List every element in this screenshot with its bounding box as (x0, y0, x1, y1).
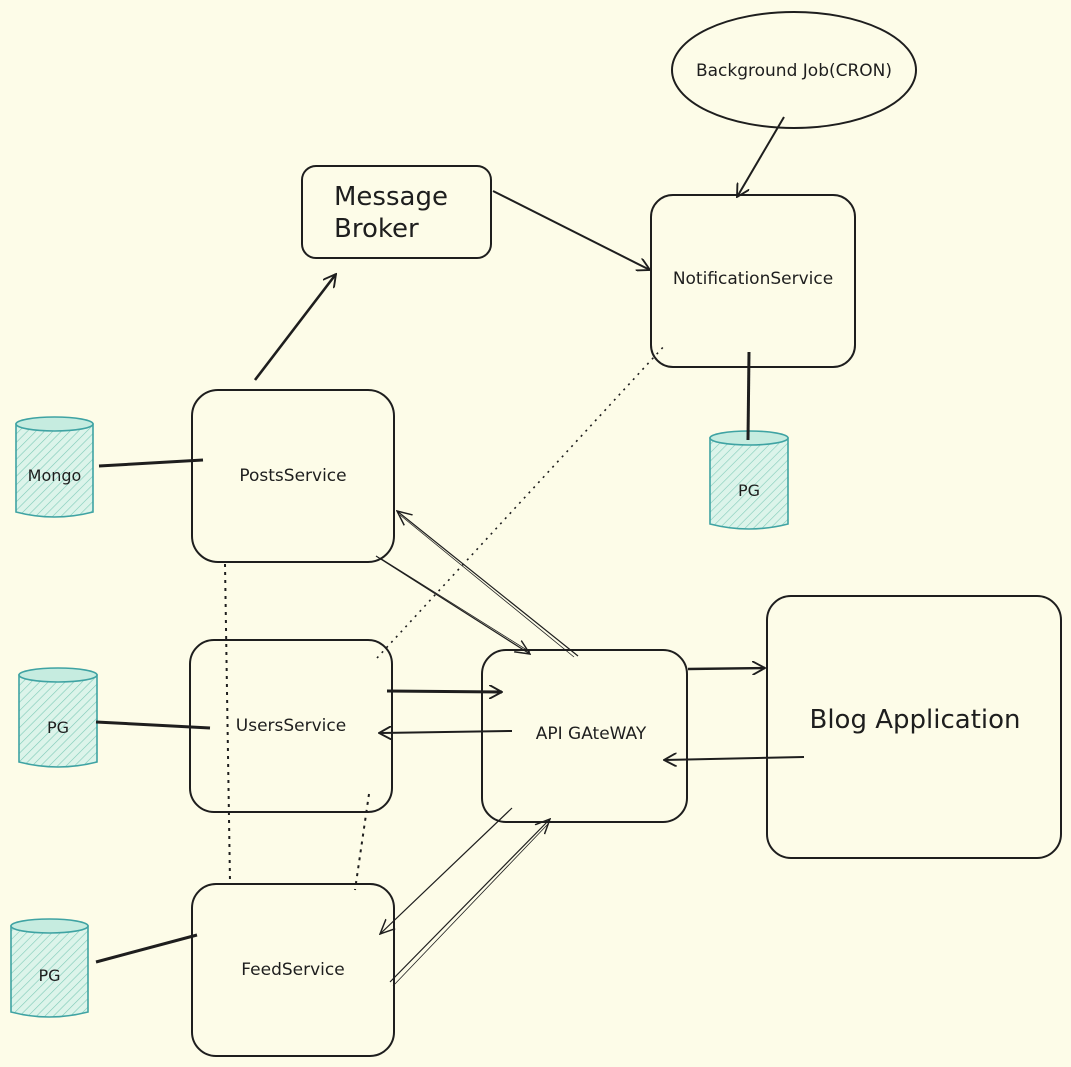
broker-to-notification-arrow (492, 190, 650, 270)
blog-application-node[interactable] (766, 595, 1062, 859)
api-gateway-node[interactable] (481, 649, 688, 823)
background-job-label: Background Job(CRON) (695, 61, 893, 81)
gateway-to-feed-arrow (380, 807, 513, 934)
feed-pg-database[interactable] (10, 918, 89, 1018)
blog-to-gateway-arrow (664, 757, 805, 760)
gateway-to-users-arrow (379, 731, 513, 733)
posts-mongo-connector (98, 458, 204, 468)
mongo-label: Mongo (27, 465, 82, 485)
message-broker-node[interactable] (301, 165, 492, 259)
message-broker-label: Message Broker (334, 182, 448, 244)
users-notification-dotted-link (376, 343, 667, 659)
notification-service-node[interactable] (650, 194, 856, 368)
mongo-database[interactable] (15, 416, 94, 518)
users-service-label: UsersService (235, 716, 347, 736)
notification-pg-database[interactable] (709, 430, 789, 530)
users-to-gateway-arrow (386, 691, 502, 692)
feed-to-gateway-arrow-shadow (392, 823, 549, 987)
api-gateway-label: API GAteWAY (535, 724, 647, 744)
posts-service-node[interactable] (191, 389, 395, 563)
posts-to-gateway-arrow (375, 555, 530, 654)
feed-pg-label: PG (38, 965, 61, 985)
posts-feed-dotted-link (224, 563, 231, 883)
users-pg-connector (95, 720, 211, 730)
users-feed-dotted-link (354, 793, 370, 891)
notification-service-label: NotificationService (672, 269, 834, 289)
gateway-to-posts-arrow (397, 511, 579, 657)
feed-service-node[interactable] (191, 883, 395, 1057)
feed-to-gateway-arrow (389, 819, 550, 983)
posts-to-gateway-arrow-shadow (379, 557, 531, 653)
feed-service-label: FeedService (241, 960, 345, 980)
notification-pg-connector (746, 351, 751, 441)
blog-application-label: Blog Application (809, 705, 1021, 735)
posts-service-label: PostsService (239, 466, 347, 486)
cron-to-notification-arrow (737, 116, 785, 197)
users-pg-database[interactable] (18, 667, 98, 768)
notification-pg-label: PG (737, 480, 761, 500)
gateway-to-blog-arrow (687, 668, 765, 669)
background-job-node[interactable] (671, 11, 917, 129)
gateway-to-posts-arrow-shadow (399, 514, 575, 658)
posts-to-broker-arrow (253, 274, 336, 381)
users-pg-label: PG (46, 717, 70, 737)
feed-pg-connector (95, 933, 198, 964)
